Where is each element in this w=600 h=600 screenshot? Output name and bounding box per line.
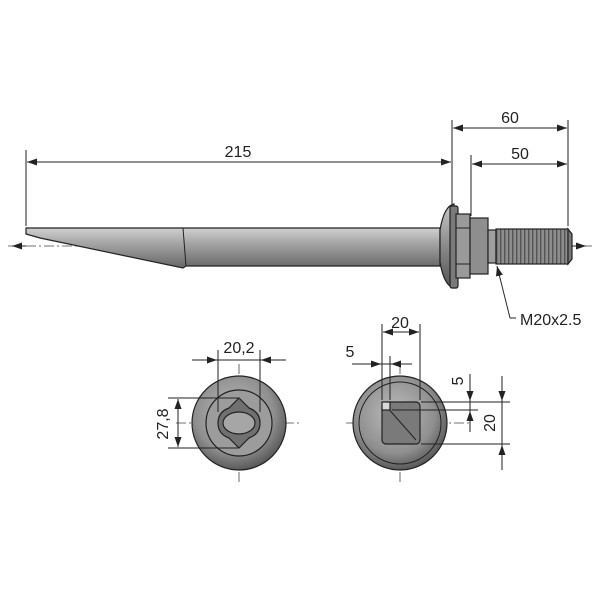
thread-leader [496,265,511,319]
rear-offset-y-label: 5 [450,376,467,385]
dimension-rear-5-h: 5 [346,344,412,400]
overall-length-label: 215 [225,144,252,161]
thread-spec-label: M20x2.5 [520,312,581,329]
thread-callout: M20x2.5 [496,265,581,329]
dimension-60: 60 [453,110,569,226]
rear-offset-x-label: 5 [346,344,355,361]
dimension-rear-20-v: 20 [421,376,510,470]
thread-length-label: 50 [511,146,529,163]
bolt-chamfer [567,227,573,266]
front-tine-core [222,411,256,435]
dimension-rear-5-v: 5 [392,374,478,432]
side-view [8,203,592,289]
dimension-215: 215 [25,120,453,226]
taper-transition [182,227,187,267]
dimension-20-2: 20,2 [192,340,286,412]
front-view [176,364,302,482]
rear-view [346,364,472,482]
rear-inner-ring [358,381,442,465]
dimension-50: 50 [470,146,567,216]
rear-square-width-label: 20 [391,315,409,332]
square-diagonal [385,405,417,441]
washer [469,217,489,275]
dimension-rear-20-h: 20 [381,315,421,400]
rear-corner-notch [381,401,391,411]
rear-square-height-label: 20 [482,414,499,432]
threaded-bolt [495,228,569,265]
tine-shaft [25,227,441,269]
front-width-label: 20,2 [223,340,254,357]
front-height-label: 27,8 [155,408,172,439]
head-length-label: 60 [501,110,519,127]
hex-nut [455,213,471,279]
dimension-27-8: 27,8 [155,397,238,449]
thread-neck [487,229,497,264]
